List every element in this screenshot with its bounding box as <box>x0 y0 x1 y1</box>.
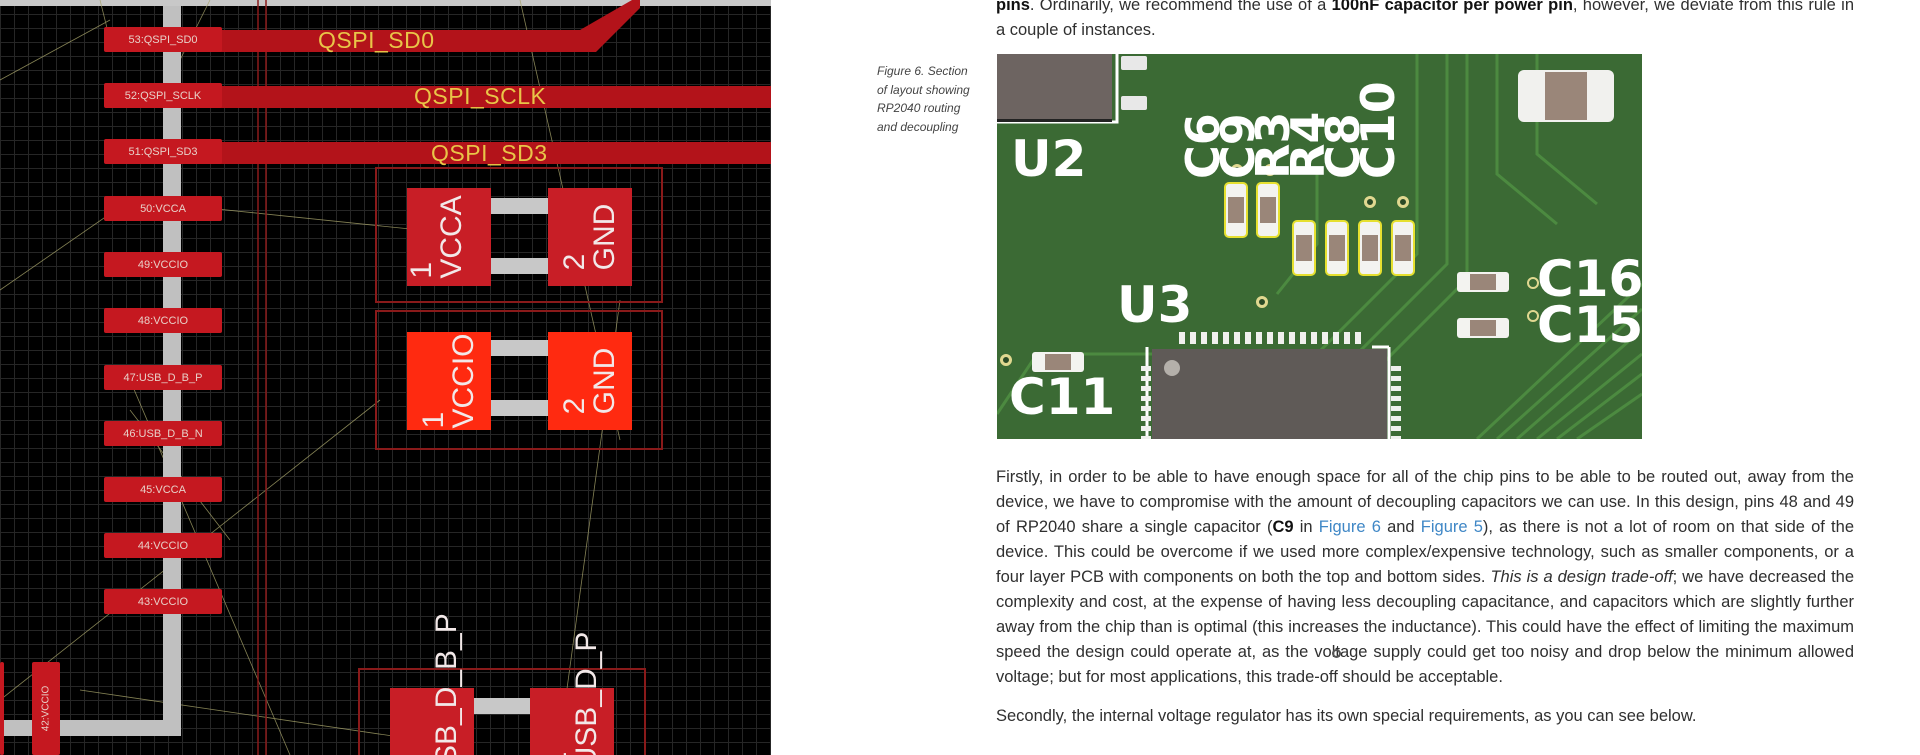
u3-pins-right <box>1391 366 1401 439</box>
capacitor-c11 <box>1032 352 1084 372</box>
figure-caption: Figure 6. Section of layout showing RP20… <box>877 64 970 134</box>
capacitor-c6 <box>1226 184 1246 236</box>
resistor-r4 <box>1327 222 1347 274</box>
silk-c10: C10 <box>1351 81 1405 179</box>
pin-pad[interactable]: 50:VCCA <box>104 196 222 221</box>
pin-pad[interactable]: 47:USB_D_B_P <box>104 365 222 390</box>
silk-c11: C11 <box>1009 368 1116 426</box>
capacitor-c16 <box>1457 272 1509 292</box>
capacitor-body <box>488 198 548 214</box>
capacitor-c9 <box>1258 184 1278 236</box>
capacitor-c15 <box>1457 318 1509 338</box>
capacitor-body <box>488 258 548 274</box>
trace-qspi-sd0 <box>160 30 596 52</box>
pin-pad[interactable]: 44:VCCIO <box>104 533 222 558</box>
pin-pad[interactable]: 45:VCCA <box>104 477 222 502</box>
pin-pad[interactable]: 49:VCCIO <box>104 252 222 277</box>
u3-pin1-marker <box>1164 360 1180 376</box>
trace-qspi-sclk <box>160 86 771 108</box>
resistor-r3 <box>1294 222 1314 274</box>
via <box>1000 354 1012 366</box>
pin-pad-label: 42:VCCIO <box>40 685 52 732</box>
net-label: QSPI_SCLK <box>414 83 547 109</box>
via <box>1364 196 1376 208</box>
silk-u3: U3 <box>1117 276 1193 334</box>
link-figure-6[interactable]: Figure 6 <box>1318 518 1381 536</box>
u2-pin <box>1121 56 1147 70</box>
trace-qspi-sd0-bend <box>580 0 640 52</box>
window-top-edge <box>0 0 771 6</box>
net-label: QSPI_SD3 <box>431 140 548 166</box>
silk-c15: C15 <box>1537 296 1642 354</box>
silk-c16: C16 <box>1537 250 1642 308</box>
u3-chip-body <box>1152 349 1387 439</box>
resistor-pad-usb-d-b-p[interactable]: 2USB_D_B_P <box>390 613 474 755</box>
resistor-body <box>472 698 532 714</box>
capacitor-footprint-outline <box>375 310 663 450</box>
pin-pad[interactable]: 48:VCCIO <box>104 308 222 333</box>
trace-qspi-sd3 <box>160 142 771 164</box>
capacitor-footprint-outline <box>375 167 663 303</box>
capacitor-body <box>488 400 548 416</box>
pin-pad[interactable]: 53:QSPI_SD0 <box>104 27 222 52</box>
capacitor-body <box>488 340 548 356</box>
pin-pad[interactable]: 46:USB_D_B_N <box>104 421 222 446</box>
pin-pad[interactable]: 51:QSPI_SD3 <box>104 139 222 164</box>
u2-pin <box>1121 96 1147 110</box>
paragraph-voltage-regulator: Secondly, the internal voltage regulator… <box>996 707 1697 725</box>
silk-u2: U2 <box>1011 130 1087 188</box>
u3-pins-left <box>1141 366 1151 439</box>
pin-pad[interactable]: 43:VCCIO <box>104 589 222 614</box>
via <box>1397 196 1409 208</box>
pin-pad-vertical[interactable]: 42:VCCIO <box>32 662 60 755</box>
ratsnest-lines <box>0 0 621 755</box>
capacitor-c10 <box>1393 222 1413 274</box>
resistor-pad-usb-d-p[interactable]: 1USB_D_P <box>530 632 614 755</box>
net-label: QSPI_SD0 <box>318 27 435 53</box>
resistor-footprint-outline <box>358 668 646 755</box>
figure-6-pcb-photo: U2 U3 C11 C16 C15 C6 C9 R3 R4 C8 C10 <box>997 54 1642 439</box>
u2-chip-body <box>997 54 1112 122</box>
u3-pins-top <box>1179 332 1361 344</box>
link-figure-5[interactable]: Figure 5 <box>1420 518 1483 536</box>
mouse-cursor-icon <box>1332 649 1341 658</box>
capacitor-c8 <box>1360 222 1380 274</box>
capacitor-large-body <box>1545 72 1587 120</box>
pin-pad-partial[interactable] <box>0 662 4 755</box>
pin-pad[interactable]: 52:QSPI_SCLK <box>104 83 222 108</box>
via <box>1256 296 1268 308</box>
footprint-outline-horizontal <box>0 720 181 736</box>
document-page: pins. Ordinarily, we recommend the use o… <box>771 0 1920 755</box>
via <box>1264 164 1276 176</box>
paragraph-intro: pins. Ordinarily, we recommend the use o… <box>996 0 1855 39</box>
via <box>1231 164 1243 176</box>
paragraph-decoupling: Firstly, in order to be able to have eno… <box>996 468 1855 686</box>
pcb-layout-view[interactable]: 53:QSPI_SD0 52:QSPI_SCLK 51:QSPI_SD3 50:… <box>0 0 771 755</box>
